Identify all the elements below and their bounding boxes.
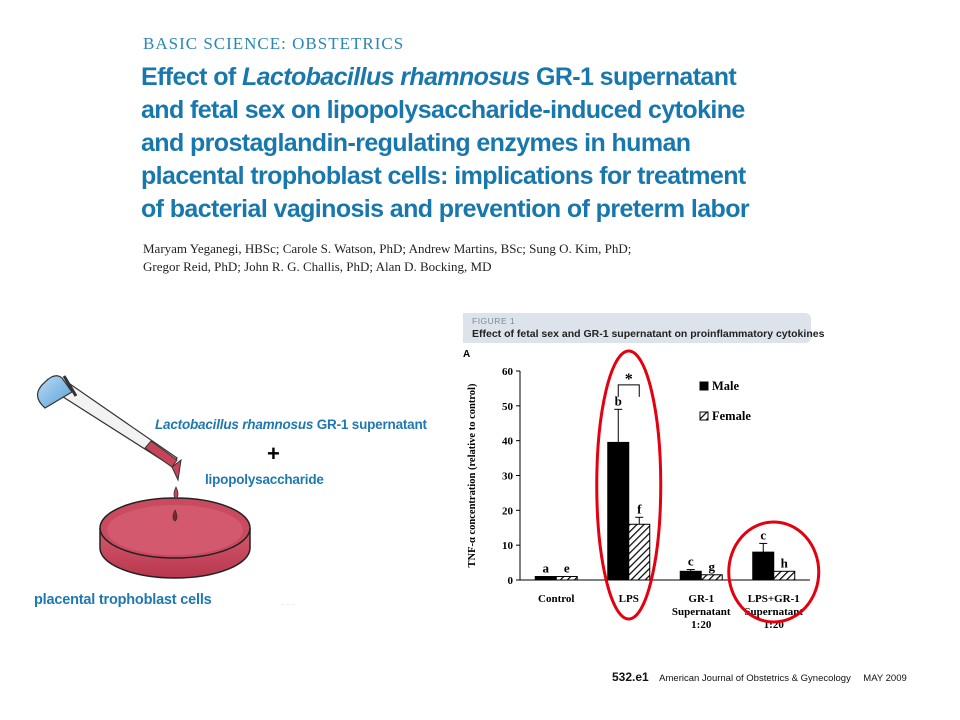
supernatant-label: Lactobacillus rhamnosus GR-1 supernatant — [155, 417, 427, 432]
significance-bracket — [617, 384, 640, 397]
x-category-label: GR-1 — [688, 593, 714, 605]
significance-letter: f — [637, 501, 642, 516]
y-axis-title: TNF-α concentration (relative to control… — [467, 383, 478, 567]
highlight-ellipse — [727, 520, 821, 624]
bar-female — [555, 576, 578, 581]
significance-star: * — [625, 371, 633, 388]
significance-letter: a — [543, 561, 550, 576]
legend-label: Male — [712, 379, 740, 393]
panel-letter: A — [463, 349, 470, 360]
x-category-label: LPS — [619, 593, 639, 605]
significance-letter: g — [709, 559, 716, 574]
title-line-4: placental trophoblast cells: implication… — [141, 162, 746, 190]
significance-letter: c — [760, 527, 766, 542]
bar-female — [773, 570, 796, 581]
x-category-label: Supernatant — [672, 606, 731, 618]
title-line-2: and fetal sex on lipopolysaccharide-indu… — [141, 96, 745, 124]
y-tick-label: 40 — [502, 436, 514, 448]
author-line-1: Maryam Yeganegi, HBSc; Carole S. Watson,… — [143, 241, 632, 256]
bar-female — [628, 523, 651, 581]
x-category-label: 1:20 — [691, 619, 712, 631]
bar-male — [607, 441, 630, 581]
dropper-icon — [36, 375, 182, 482]
page-footer: 532.e1 American Journal of Obstetrics & … — [612, 668, 907, 686]
legend-swatch — [699, 381, 709, 391]
bar-male — [679, 570, 702, 581]
dropper-dish-illustration — [36, 375, 251, 579]
y-tick-label: 60 — [502, 366, 514, 378]
significance-letter: h — [781, 555, 789, 570]
section-label: BASIC SCIENCE: OBSTETRICS — [143, 34, 405, 53]
author-list: Maryam Yeganegi, HBSc; Carole S. Watson,… — [143, 240, 823, 276]
droplet-icon — [172, 486, 179, 522]
tiny-credit-mark: — — — — [281, 601, 296, 606]
x-category-label: Supernatant — [744, 606, 803, 618]
issue-date: MAY 2009 — [863, 673, 907, 684]
legend-swatch — [699, 411, 709, 421]
significance-letter: b — [615, 393, 622, 408]
plus-icon: + — [267, 441, 280, 466]
bar-male — [534, 576, 557, 581]
highlight-ellipse — [595, 349, 663, 621]
paper-title: Effect of Lactobacillus rhamnosus GR-1 s… — [141, 61, 951, 226]
figure-caption: Effect of fetal sex and GR-1 supernatant… — [472, 328, 825, 340]
page-number: 532.e1 — [612, 670, 649, 684]
bar-male — [752, 551, 775, 581]
y-tick-label: 20 — [502, 505, 514, 517]
lps-label: lipopolysaccharide — [205, 472, 324, 487]
y-tick-label: 0 — [508, 575, 514, 587]
author-line-2: Gregor Reid, PhD; John R. G. Challis, Ph… — [143, 259, 492, 274]
title-line-3: and prostaglandin-regulating enzymes in … — [141, 129, 691, 157]
legend-label: Female — [712, 409, 751, 423]
figure-label: FIGURE 1 — [472, 316, 516, 326]
significance-letter: c — [688, 554, 694, 569]
title-line-5: of bacterial vaginosis and prevention of… — [141, 195, 750, 223]
figure-header: FIGURE 1 Effect of fetal sex and GR-1 su… — [463, 313, 824, 343]
y-tick-label: 50 — [502, 401, 514, 413]
x-category-label: Control — [538, 593, 574, 605]
cells-label: placental trophoblast cells — [34, 592, 212, 608]
journal-name: American Journal of Obstetrics & Gynecol… — [659, 673, 851, 684]
x-category-label: LPS+GR-1 — [748, 593, 800, 605]
y-tick-label: 10 — [502, 540, 514, 552]
bar-female — [700, 574, 723, 581]
significance-letter: e — [564, 561, 570, 576]
title-line-1: Effect of Lactobacillus rhamnosus GR-1 s… — [141, 63, 737, 91]
y-tick-label: 30 — [502, 471, 514, 483]
